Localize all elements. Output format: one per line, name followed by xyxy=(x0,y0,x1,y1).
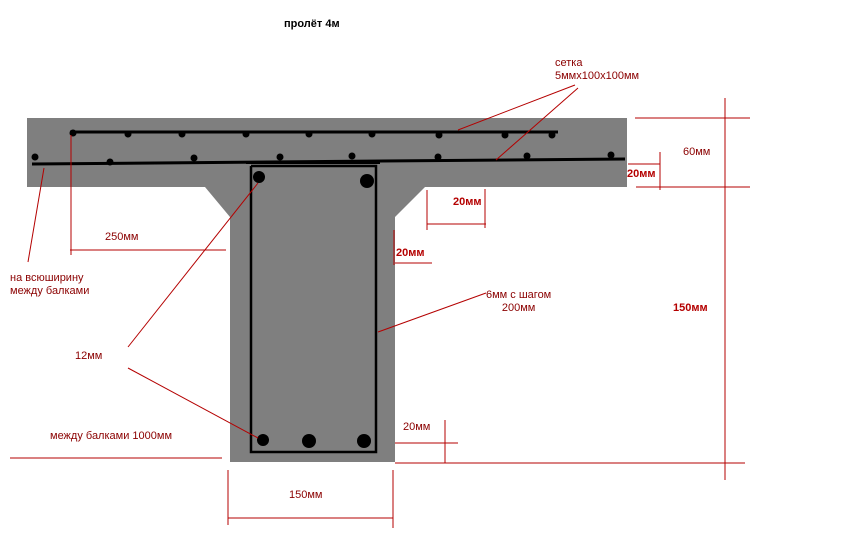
mesh-bottom-bar xyxy=(31,157,626,166)
rebar-diameter-label: 12мм xyxy=(75,350,103,362)
rebar-spacing-label: 250мм xyxy=(105,231,139,243)
mesh-label: сетка 5ммх100х100мм xyxy=(555,57,639,83)
total-height-label: 150мм xyxy=(673,302,708,314)
stirrup-label-line1: 6мм с шагом xyxy=(486,289,552,301)
full-width-label-line2: между балками xyxy=(10,285,90,297)
haunch-cover-horizontal-label: 20мм xyxy=(453,196,482,208)
haunch-cover-vertical-label: 20мм xyxy=(396,247,425,259)
flange-height-label: 60мм xyxy=(683,146,711,158)
diagram-title: пролёт 4м xyxy=(284,18,340,30)
mesh-label-line2: 5ммх100х100мм xyxy=(555,70,640,82)
mesh-label-line1: сетка xyxy=(555,57,583,69)
mesh-bar-dots xyxy=(31,129,615,166)
bottom-cover-label: 20мм xyxy=(403,421,431,433)
t-beam-concrete xyxy=(27,118,627,462)
web-width-label: 150мм xyxy=(289,489,323,501)
main-rebars xyxy=(253,171,374,448)
stirrup-label-line2: 200мм xyxy=(501,302,536,314)
beam-spacing-label: между балками 1000мм xyxy=(50,430,173,442)
full-width-label: на всюширину между балками xyxy=(10,272,89,298)
dimension-lines xyxy=(10,84,750,528)
stirrup xyxy=(249,164,378,454)
flange-cover-label: 20мм xyxy=(627,168,656,180)
full-width-label-line1: на всюширину xyxy=(10,272,84,284)
stirrup-label: 6мм с шагом 200мм xyxy=(486,289,551,315)
